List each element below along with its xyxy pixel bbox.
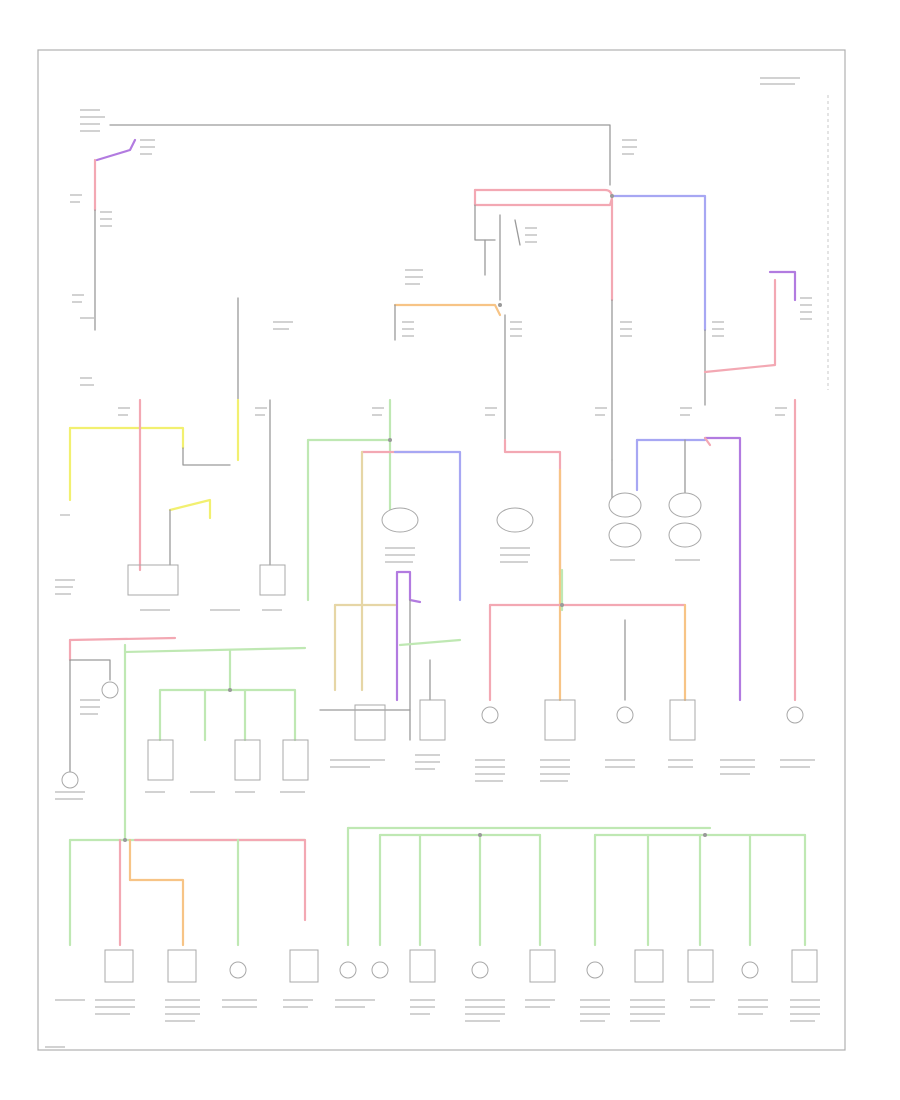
bulb-icon [471,961,489,979]
module-icon [282,739,309,781]
connector-icon [544,699,576,741]
connector-icon [634,949,664,983]
lamp-icon [608,492,642,518]
top-wiring [93,124,797,461]
middle-wiring [68,398,797,702]
diagram-frame [37,49,846,1051]
bulb-icon [229,961,247,979]
bulb-icon [616,706,634,724]
switch-icon [259,564,286,596]
bulb-icon [586,961,604,979]
lamp-icon [496,507,534,533]
module-icon [147,739,174,781]
module-icon [234,739,261,781]
lamp-icon [608,522,642,548]
connector-icon [791,949,818,983]
bulb-icon [371,961,389,979]
lamp-icon [668,522,702,548]
connector-icon [167,949,197,983]
connector-icon [409,949,436,983]
switch-icon [354,704,386,741]
bulb-icon [741,961,759,979]
bulb-icon [786,706,804,724]
connector-icon [289,949,319,983]
connector-icon [669,699,696,741]
lamp-icon [381,507,419,533]
module-icon [419,699,446,741]
lamp-icon [668,492,702,518]
bulb-icon [101,681,119,699]
connector-icon [529,949,556,983]
bulb-icon [481,706,499,724]
switch-icon [127,564,179,596]
bulb-icon [61,771,79,789]
lower-middle-wiring [68,570,687,842]
connector-icon [687,949,714,983]
junction-dots [123,194,707,842]
component-symbols [61,492,818,983]
bulb-icon [339,961,357,979]
bottom-wiring [68,826,807,947]
connector-icon [104,949,134,983]
label-marks [45,77,820,1048]
